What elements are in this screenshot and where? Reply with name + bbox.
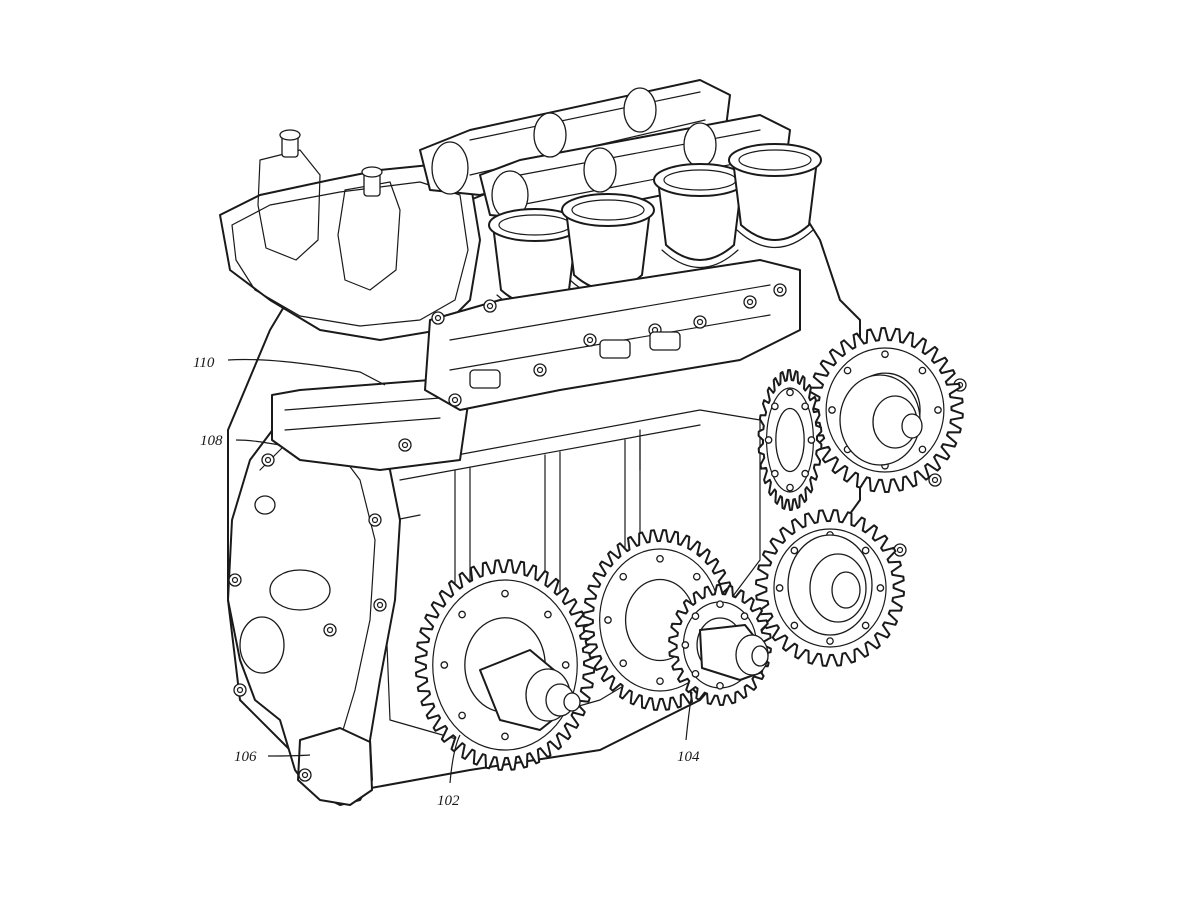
- reference-106: 106: [234, 749, 311, 765]
- bolt-icon: [928, 473, 942, 487]
- lower-bearing: [787, 534, 873, 636]
- bolt-icon: [743, 295, 757, 309]
- bolt-icon: [323, 623, 337, 637]
- bolt-icon: [228, 573, 242, 587]
- intake-trumpet-icon: [653, 163, 747, 269]
- gear-helical-side: [757, 369, 823, 511]
- reference-104: 104: [677, 691, 700, 765]
- ref-label-108: 108: [200, 433, 223, 449]
- ref-label-102: 102: [437, 793, 460, 809]
- ref-label-110: 110: [193, 355, 215, 371]
- upper-shaft-end: [839, 374, 923, 466]
- bolt-icon: [583, 333, 597, 347]
- bolt-icon: [533, 363, 547, 377]
- output-shaft-end: [699, 624, 769, 681]
- intake-trumpet-icon: [728, 143, 822, 249]
- ref-label-106: 106: [234, 749, 257, 765]
- intake-trumpets: [488, 143, 822, 314]
- intake-trumpet-icon: [561, 193, 655, 299]
- reference-110: 110: [193, 355, 386, 386]
- camshafts: [419, 79, 791, 221]
- bolt-icon: [431, 311, 445, 325]
- crank-shaft-end: [479, 649, 581, 731]
- bolt-icon: [773, 283, 787, 297]
- bolt-icon: [483, 299, 497, 313]
- bolt-icon: [233, 683, 247, 697]
- bolt-icon: [368, 513, 382, 527]
- bolt-icon: [893, 543, 907, 557]
- bolt-icon: [693, 315, 707, 329]
- cylinder-head: [219, 129, 481, 471]
- bolt-icon: [261, 453, 275, 467]
- bolt-icon: [298, 768, 312, 782]
- reference-108: 108: [200, 433, 281, 449]
- reference-102: 102: [437, 734, 461, 809]
- bolt-icon: [373, 598, 387, 612]
- ref-label-104: 104: [677, 749, 700, 765]
- bolt-icon: [448, 393, 462, 407]
- bolt-icon: [398, 438, 412, 452]
